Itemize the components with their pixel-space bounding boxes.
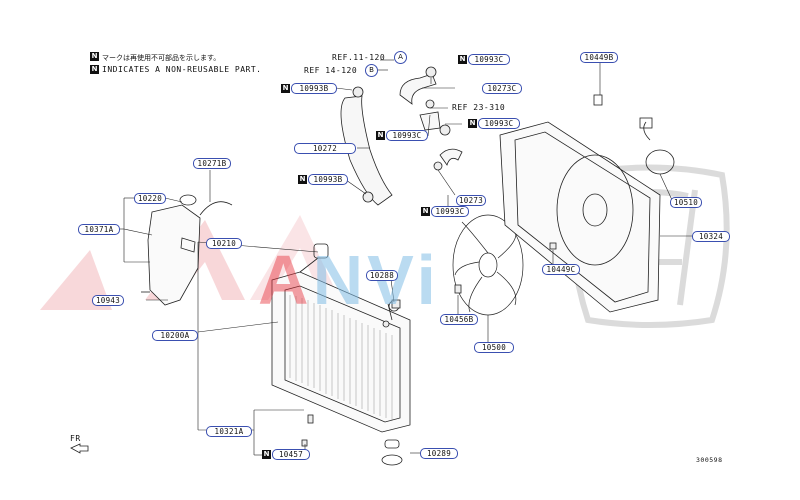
non-reusable-symbol: N xyxy=(281,84,290,93)
part-10371a[interactable]: 10371A xyxy=(78,224,120,235)
ref-label-b: REF 14-120 xyxy=(304,66,358,75)
part-10273c[interactable]: 10273C xyxy=(482,83,522,94)
legend-line-en: INDICATES A NON-REUSABLE PART. xyxy=(102,65,262,74)
part-10500[interactable]: 10500 xyxy=(474,342,514,353)
watermark-text: ANVi xyxy=(258,241,436,319)
part-10272[interactable]: 10272 xyxy=(294,143,356,154)
small-parts-drawing xyxy=(301,66,557,447)
ref-circle-b: B xyxy=(365,64,378,77)
part-10273[interactable]: 10273 xyxy=(456,195,486,206)
part-10288[interactable]: 10288 xyxy=(366,270,398,281)
non-reusable-symbol: N xyxy=(421,207,430,216)
part-10449c[interactable]: 10449C xyxy=(542,264,580,275)
part-10993b[interactable]: 10993B xyxy=(308,174,348,185)
part-10510[interactable]: 10510 xyxy=(670,197,702,208)
diagram-code: 300598 xyxy=(696,456,723,464)
non-reusable-symbol: N xyxy=(376,131,385,140)
part-10993b[interactable]: 10993B xyxy=(291,83,337,94)
part-10321a[interactable]: 10321A xyxy=(206,426,252,437)
part-10993c[interactable]: 10993C xyxy=(386,130,428,141)
part-10993c[interactable]: 10993C xyxy=(468,54,510,65)
part-10324[interactable]: 10324 xyxy=(692,231,730,242)
part-10943[interactable]: 10943 xyxy=(92,295,124,306)
legend-line-jp: マークは再使用不可部品を示します。 xyxy=(102,54,221,62)
part-10210[interactable]: 10210 xyxy=(206,238,242,249)
front-label: FR xyxy=(70,434,81,443)
front-arrow-icon xyxy=(70,443,89,454)
hoses-drawing xyxy=(340,73,463,206)
fan-shroud-drawing xyxy=(499,94,675,313)
reservoir-tank-drawing xyxy=(141,194,233,306)
non-reusable-symbol: N xyxy=(262,450,271,459)
ref-label-a: REF.11-120 xyxy=(332,53,386,62)
part-10993c[interactable]: 10993C xyxy=(478,118,520,129)
non-reusable-symbol: N xyxy=(468,119,477,128)
non-reusable-symbol: N xyxy=(90,65,99,74)
part-10220[interactable]: 10220 xyxy=(134,193,166,204)
part-10993c[interactable]: 10993C xyxy=(431,206,469,217)
part-10449b[interactable]: 10449B xyxy=(580,52,618,63)
non-reusable-symbol: N xyxy=(90,52,99,61)
part-10271b[interactable]: 10271B xyxy=(193,158,231,169)
part-10289[interactable]: 10289 xyxy=(420,448,458,459)
ref-circle-a: A xyxy=(394,51,407,64)
ref-label-c: REF 23-310 xyxy=(452,103,506,112)
radiator-drawing xyxy=(271,243,411,466)
part-10200a[interactable]: 10200A xyxy=(152,330,198,341)
part-10457[interactable]: 10457 xyxy=(272,449,310,460)
non-reusable-symbol: N xyxy=(458,55,467,64)
part-10456b[interactable]: 10456B xyxy=(440,314,478,325)
non-reusable-symbol: N xyxy=(298,175,307,184)
